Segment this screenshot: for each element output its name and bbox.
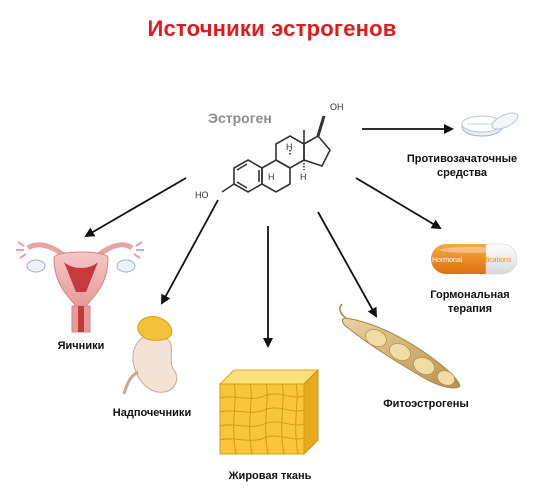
oh-top-label: OH (330, 102, 344, 112)
h-atom-3: H (268, 172, 275, 182)
phyto-label: Фитоэстрогены (383, 398, 469, 410)
arrow-adrenals (161, 199, 219, 305)
ho-left-label: HO (195, 190, 209, 200)
soybean-pod-icon (339, 303, 461, 389)
pill-right-text: medications (474, 257, 512, 264)
hormonal-line2: терапия (447, 303, 493, 315)
estrogen-label: Эстроген (208, 110, 272, 126)
fat-tissue-icon (218, 368, 320, 456)
contraceptives-line2: средства (436, 167, 488, 179)
arrow-ovaries (84, 177, 187, 238)
ovaries-label: Яичники (57, 340, 105, 352)
page-title: Источники эстрогенов (147, 16, 397, 41)
fat-label: Жировая ткань (228, 470, 312, 482)
adrenal-kidney-icon (122, 316, 178, 395)
h-atom-2: H (300, 172, 307, 182)
estrogen-molecule (221, 115, 331, 193)
contraceptives-line1: Противозачаточные (406, 153, 518, 165)
uterus-ovaries-icon (16, 241, 144, 333)
h-atom-1: H (286, 142, 293, 152)
adrenals-label: Надпочечники (112, 407, 192, 419)
arrow-phyto (317, 211, 377, 318)
hormonal-line1: Гормональная (430, 289, 510, 301)
ring-a (233, 159, 263, 193)
hormonal-label: Гормональная терапия (410, 288, 530, 316)
contraceptive-pills-icon (461, 112, 519, 137)
ring-d (303, 134, 331, 167)
pill-left-text: Hormonal (432, 257, 463, 264)
hormonal-capsule-icon: Hormonal medications (431, 243, 518, 275)
contraceptives-label: Противозачаточные средства (392, 152, 532, 180)
arrow-hormonal (355, 177, 442, 230)
ring-c (275, 135, 305, 169)
